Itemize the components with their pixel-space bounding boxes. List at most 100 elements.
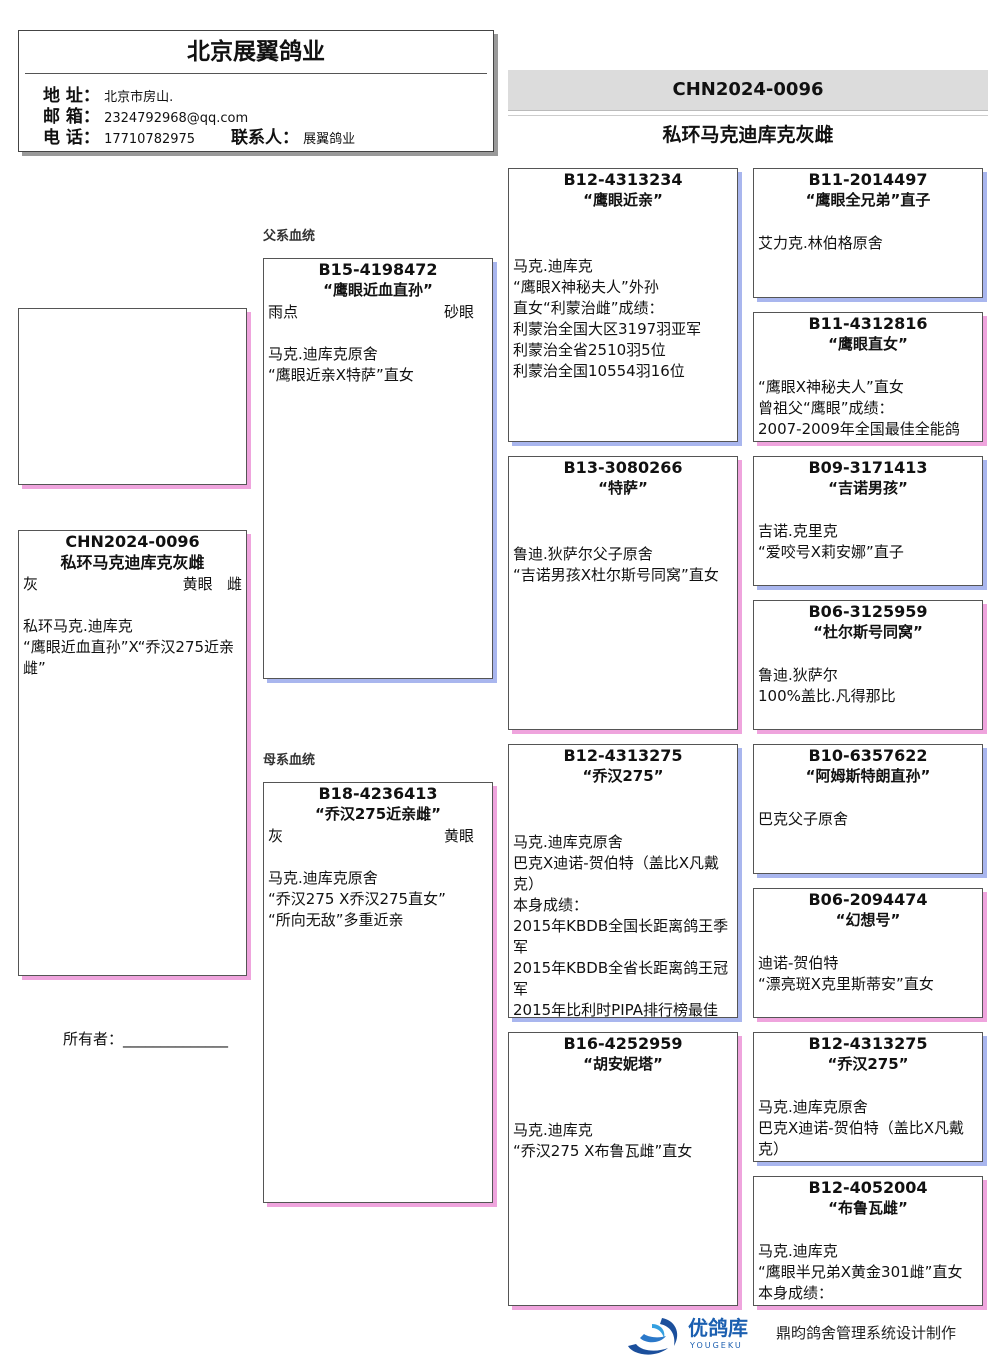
grandparent-ring: B16-4252959 bbox=[563, 1034, 683, 1053]
contact-label: 联系人： bbox=[231, 128, 299, 148]
footer-brand-en: YOUGEKU bbox=[690, 1341, 743, 1350]
loft-name: 北京展翼鸽业 bbox=[187, 39, 325, 65]
subject-name: 私环马克迪库克灰雌 bbox=[60, 553, 205, 572]
owner-blank: ______________ bbox=[123, 1030, 229, 1048]
great-grandparent-card: B06-2094474 “幻想号” 迪诺-贺伯特 “漂亮斑X克里斯蒂安”直女 bbox=[753, 888, 983, 1018]
grandparent-desc: 鲁迪.狄萨尔父子原舍 “吉诺男孩X杜尔斯号同窝”直女 bbox=[513, 545, 719, 584]
sire-eye: 砂眼 bbox=[443, 303, 474, 321]
great-grandparent-name: “鹰眼全兄弟”直子 bbox=[805, 191, 931, 209]
grandparent-card: B16-4252959 “胡安妮塔” 马克.迪库克 “乔汉275 X布鲁瓦雌”直… bbox=[508, 1032, 738, 1306]
dam-color: 灰 bbox=[268, 827, 284, 845]
address-label: 地 址： bbox=[43, 86, 100, 106]
grandparent-card: B12-4313234 “鹰眼近亲” 马克.迪库克 “鹰眼X神秘夫人”外孙 直女… bbox=[508, 168, 738, 442]
great-grandparent-card: B12-4052004 “布鲁瓦雌” 马克.迪库克 “鹰眼半兄弟X黄金301雌”… bbox=[753, 1176, 983, 1306]
great-grandparent-desc: 吉诺.克里克 “爱咬号X莉安娜”直子 bbox=[758, 522, 904, 561]
subject-eye-sex: 黄眼 雌 bbox=[183, 573, 242, 595]
grandparent-ring: B13-3080266 bbox=[563, 458, 683, 477]
subject-sex: 雌 bbox=[226, 575, 242, 593]
email-label: 邮 箱： bbox=[43, 107, 100, 127]
great-grandparent-name: “杜尔斯号同窝” bbox=[813, 623, 923, 641]
dam-desc: 马克.迪库克原舍 “乔汉275 X乔汉275直女” “所向无敌”多重近亲 bbox=[268, 869, 446, 929]
subject-card: CHN2024-0096 私环马克迪库克灰雌 灰 黄眼 雌 私环马克.迪库克 “… bbox=[18, 530, 247, 976]
great-grandparent-card: B06-3125959 “杜尔斯号同窝” 鲁迪.狄萨尔 100%盖比.凡得那比 bbox=[753, 600, 983, 730]
subject-eye: 黄眼 bbox=[182, 575, 213, 593]
footer-credit: 鼎昀鸽舍管理系统设计制作 bbox=[776, 1324, 957, 1342]
grandparent-card: B12-4313275 “乔汉275” 马克.迪库克原舍 巴克X迪诺-贺伯特（盖… bbox=[508, 744, 738, 1018]
dam-name: “乔汉275近亲雌” bbox=[314, 805, 442, 823]
sire-color: 雨点 bbox=[268, 303, 299, 321]
owner-label: 所有者： bbox=[63, 1030, 124, 1048]
great-grandparent-ring: B09-3171413 bbox=[808, 458, 928, 477]
great-grandparent-desc: 迪诺-贺伯特 “漂亮斑X克里斯蒂安”直女 bbox=[758, 954, 934, 993]
grandparent-name: “特萨” bbox=[598, 479, 648, 497]
great-grandparent-desc: “鹰眼X神秘夫人”直女 曾祖父“鹰眼”成绩： 2007-2009年全国最佳全能鸽 bbox=[758, 378, 960, 438]
swirl-logo-icon bbox=[628, 1318, 678, 1355]
great-grandparent-desc: 巴克父子原舍 bbox=[758, 810, 849, 828]
great-grandparent-name: “阿姆斯特朗直孙” bbox=[805, 767, 931, 785]
grandparent-name: “鹰眼近亲” bbox=[583, 191, 663, 209]
contact-value: 展翼鸽业 bbox=[303, 132, 356, 147]
great-grandparent-card: B11-4312816 “鹰眼直女” “鹰眼X神秘夫人”直女 曾祖父“鹰眼”成绩… bbox=[753, 312, 983, 442]
great-grandparent-desc: 鲁迪.狄萨尔 100%盖比.凡得那比 bbox=[758, 666, 896, 705]
email-value: 2324792968@qq.com bbox=[104, 111, 249, 126]
great-grandparent-ring: B12-4313275 bbox=[808, 1034, 928, 1053]
owner-line: 所有者：______________ bbox=[63, 1028, 228, 1049]
dam-ring: B18-4236413 bbox=[318, 784, 438, 803]
great-grandparent-name: “布鲁瓦雌” bbox=[828, 1199, 908, 1217]
subject-traits: 灰 黄眼 雌 bbox=[19, 573, 246, 595]
great-grandparent-name: “幻想号” bbox=[835, 911, 901, 929]
dam-eye: 黄眼 bbox=[443, 827, 474, 845]
pigeon-photo-frame bbox=[18, 308, 247, 485]
loft-info-box: 北京展翼鸽业 地 址： 北京市房山. 邮 箱： 2324792968@qq.co… bbox=[18, 30, 494, 152]
grandparent-desc: 马克.迪库克原舍 巴克X迪诺-贺伯特（盖比X凡戴克） 本身成绩： 2015年KB… bbox=[513, 833, 729, 1018]
sire-traits: 雨点 砂眼 bbox=[264, 301, 492, 323]
sire-desc: 马克.迪库克原舍 “鹰眼近亲X特萨”直女 bbox=[268, 345, 414, 384]
address-value: 北京市房山. bbox=[104, 90, 174, 105]
great-grandparent-ring: B12-4052004 bbox=[808, 1178, 928, 1197]
great-grandparent-desc: 艾力克.林伯格原舍 bbox=[758, 234, 883, 252]
great-grandparent-ring: B11-2014497 bbox=[808, 170, 928, 189]
great-grandparent-desc: 马克.迪库克 “鹰眼半兄弟X黄金301雌”直女 本身成绩： bbox=[758, 1242, 963, 1302]
footer-logo: 优鸽库 YOUGEKU bbox=[622, 1312, 772, 1358]
sire-card: B15-4198472 “鹰眼近血直孙” 雨点 砂眼 马克.迪库克原舍 “鹰眼近… bbox=[263, 258, 493, 679]
great-grandparent-desc: 马克.迪库克原舍 巴克X迪诺-贺伯特（盖比X凡戴克） bbox=[758, 1098, 964, 1158]
great-grandparent-card: B12-4313275 “乔汉275” 马克.迪库克原舍 巴克X迪诺-贺伯特（盖… bbox=[753, 1032, 983, 1162]
grandparent-desc: 马克.迪库克 “乔汉275 X布鲁瓦雌”直女 bbox=[513, 1121, 693, 1160]
dam-line-label: 母系血统 bbox=[263, 753, 316, 768]
grandparent-name: “乔汉275” bbox=[582, 767, 664, 785]
sire-line-label: 父系血统 bbox=[263, 229, 316, 244]
loft-address-row: 地 址： 北京市房山. bbox=[43, 86, 173, 108]
great-grandparent-ring: B06-3125959 bbox=[808, 602, 928, 621]
header-ring: CHN2024-0096 bbox=[672, 79, 824, 100]
phone-value: 17710782975 bbox=[104, 132, 196, 147]
header-divider bbox=[508, 115, 988, 116]
loft-divider bbox=[25, 73, 487, 74]
great-grandparent-ring: B06-2094474 bbox=[808, 890, 928, 909]
great-grandparent-ring: B10-6357622 bbox=[808, 746, 928, 765]
footer-brand: 优鸽库 bbox=[688, 1316, 748, 1340]
grandparent-ring: B12-4313234 bbox=[563, 170, 683, 189]
great-grandparent-name: “乔汉275” bbox=[827, 1055, 909, 1073]
great-grandparent-name: “鹰眼直女” bbox=[828, 335, 908, 353]
dam-traits: 灰 黄眼 bbox=[264, 825, 492, 847]
loft-email-row: 邮 箱： 2324792968@qq.com bbox=[43, 107, 248, 129]
phone-label: 电 话： bbox=[43, 128, 100, 148]
subject-color: 灰 bbox=[23, 575, 39, 593]
dam-card: B18-4236413 “乔汉275近亲雌” 灰 黄眼 马克.迪库克原舍 “乔汉… bbox=[263, 782, 493, 1203]
great-grandparent-name: “吉诺男孩” bbox=[828, 479, 908, 497]
sire-ring: B15-4198472 bbox=[318, 260, 438, 279]
loft-phone-row: 电 话： 17710782975 bbox=[43, 128, 195, 150]
header-ring-band: CHN2024-0096 bbox=[508, 70, 988, 111]
header-pigeon-name: 私环马克迪库克灰雌 bbox=[662, 124, 834, 146]
subject-ring: CHN2024-0096 bbox=[65, 532, 200, 551]
grandparent-card: B13-3080266 “特萨” 鲁迪.狄萨尔父子原舍 “吉诺男孩X杜尔斯号同窝… bbox=[508, 456, 738, 730]
grandparent-desc: 马克.迪库克 “鹰眼X神秘夫人”外孙 直女“利蒙治雌”成绩： 利蒙治全国大区31… bbox=[513, 257, 702, 380]
subject-desc: 私环马克.迪库克 “鹰眼近血直孙”X“乔汉275近亲雌” bbox=[23, 617, 235, 677]
great-grandparent-card: B10-6357622 “阿姆斯特朗直孙” 巴克父子原舍 bbox=[753, 744, 983, 874]
loft-contact-row: 联系人： 展翼鸽业 bbox=[231, 128, 355, 150]
grandparent-name: “胡安妮塔” bbox=[583, 1055, 663, 1073]
great-grandparent-card: B11-2014497 “鹰眼全兄弟”直子 艾力克.林伯格原舍 bbox=[753, 168, 983, 298]
great-grandparent-ring: B11-4312816 bbox=[808, 314, 928, 333]
grandparent-ring: B12-4313275 bbox=[563, 746, 683, 765]
sire-name: “鹰眼近血直孙” bbox=[323, 281, 433, 299]
